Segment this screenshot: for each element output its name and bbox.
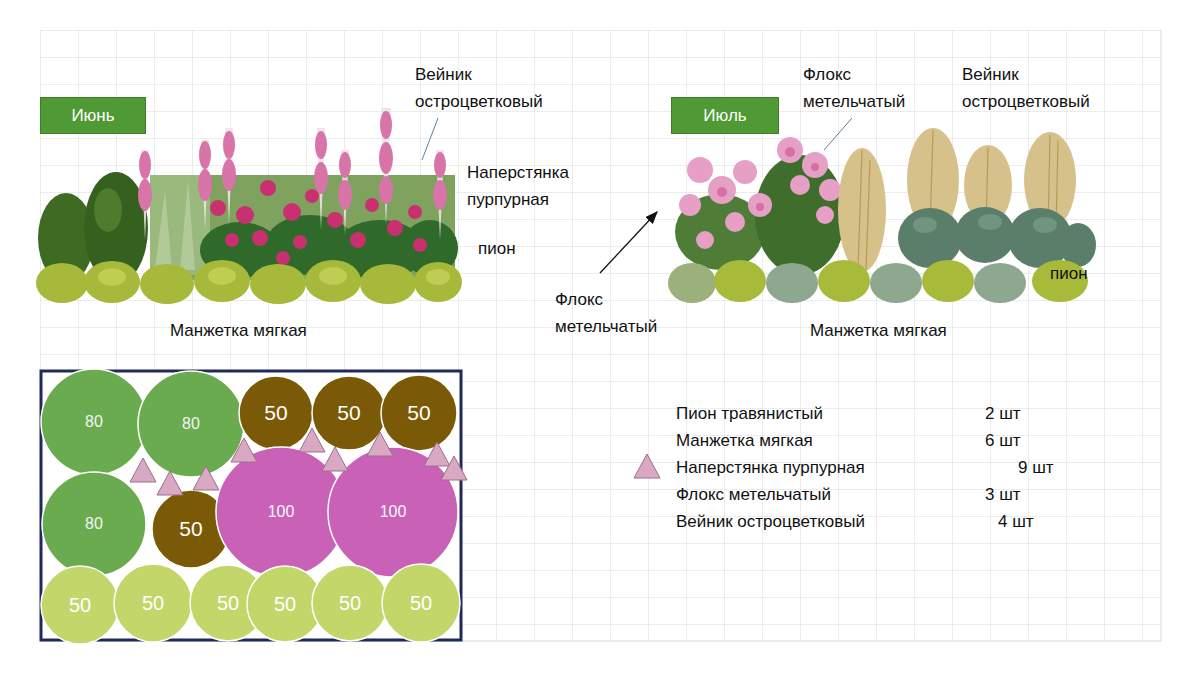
- diameter-number: 50: [179, 517, 202, 541]
- diameter-number: 50: [339, 592, 361, 615]
- month-label: Июнь: [71, 106, 114, 126]
- diameter-number: 50: [217, 592, 239, 615]
- diameter-number: 80: [85, 515, 103, 533]
- plant-name: Вейник остроцветковый: [415, 61, 585, 115]
- table-cell: 2 шт: [985, 400, 1021, 427]
- plant-name: Флокс метельчатый: [555, 286, 685, 340]
- table-cell: 9 шт: [1018, 454, 1054, 481]
- alchemilla-circle: 50: [381, 563, 461, 643]
- table-cell: Флокс метельчатый: [676, 481, 831, 508]
- diameter-number: 80: [182, 415, 200, 433]
- month-label: Июль: [703, 106, 746, 126]
- diameter-number: 50: [274, 593, 296, 616]
- shrub-circle: 80: [137, 370, 245, 478]
- plant-name: Вейник остроцветковый: [962, 61, 1137, 115]
- plant-name: пион: [478, 235, 516, 262]
- diameter-number: 100: [268, 503, 295, 521]
- peony-circle: 50: [238, 375, 314, 451]
- plant-name: Наперстянка пурпурная: [467, 159, 607, 213]
- diameter-number: 50: [142, 592, 164, 615]
- month-box: Июнь: [40, 97, 146, 134]
- shrub-circle: 80: [41, 471, 147, 577]
- table-cell: Вейник остроцветковый: [676, 508, 865, 535]
- plant-name: пион: [1050, 260, 1088, 287]
- shrub-circle: 80: [40, 368, 148, 476]
- diameter-number: 50: [410, 592, 432, 615]
- table-cell: 6 шт: [985, 427, 1021, 454]
- diameter-number: 50: [337, 401, 360, 425]
- diameter-number: 50: [69, 594, 91, 617]
- table-cell: Пион травянистый: [676, 400, 823, 427]
- diameter-number: 80: [85, 413, 103, 431]
- table-cell: Манжетка мягкая: [676, 427, 813, 454]
- alchemilla-circle: 50: [113, 563, 193, 643]
- month-box: Июль: [671, 97, 779, 134]
- diameter-number: 100: [380, 503, 407, 521]
- diameter-number: 50: [264, 401, 287, 425]
- legend-text: Наперстянка пурпурная: [676, 454, 865, 481]
- plant-name: Манжетка мягкая: [170, 317, 307, 344]
- plant-name: Флокс метельчатый: [803, 61, 933, 115]
- alchemilla-circle: 50: [311, 564, 389, 642]
- diameter-number: 50: [407, 401, 430, 425]
- peony-circle: 50: [380, 374, 458, 452]
- alchemilla-circle: 50: [40, 565, 120, 645]
- plant-name: Манжетка мягкая: [810, 317, 947, 344]
- table-cell: 4 шт: [998, 508, 1034, 535]
- table-cell: 3 шт: [985, 481, 1021, 508]
